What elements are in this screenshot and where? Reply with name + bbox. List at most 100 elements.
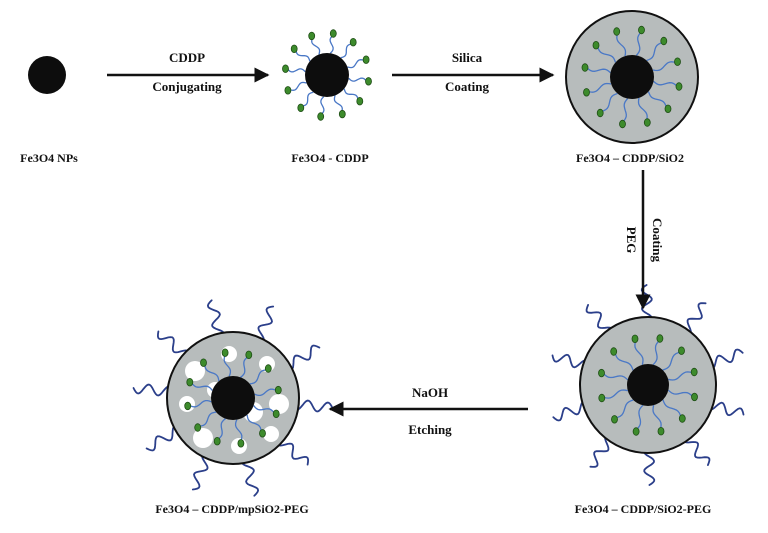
linker-chain xyxy=(653,80,678,87)
linker-chain xyxy=(348,77,368,82)
cddp-drug-dot xyxy=(200,358,207,367)
mesopore xyxy=(269,394,289,414)
linker-chain xyxy=(601,92,618,113)
mesopore xyxy=(263,426,279,442)
stage4-label: Fe3O4 – CDDP/SiO2-PEG xyxy=(575,502,712,516)
cddp-drug-dot xyxy=(619,119,626,129)
cddp-drug-dot xyxy=(186,378,194,387)
cddp-drug-dot xyxy=(691,392,698,402)
linker-chain xyxy=(333,95,343,113)
linker-chain xyxy=(668,371,693,381)
cddp-drug-dot xyxy=(638,25,645,35)
linker-chain xyxy=(667,389,694,397)
cddp-drug-dot xyxy=(194,423,202,432)
fe3o4-core xyxy=(610,55,654,99)
mesopore xyxy=(193,428,213,448)
linker-chain xyxy=(343,88,359,101)
linker-chain xyxy=(637,97,648,121)
cddp-drug-dot xyxy=(598,393,606,403)
mesopore xyxy=(185,361,205,381)
linker-chain xyxy=(347,59,365,69)
stage3-label: Fe3O4 – CDDP/SiO2 xyxy=(576,151,684,165)
fe3o4-core xyxy=(305,53,349,97)
cddp-drug-dot xyxy=(643,118,651,127)
cddp-drug-dot xyxy=(290,44,298,53)
cddp-drug-dot xyxy=(284,86,292,95)
linker-chain xyxy=(223,354,232,377)
cddp-drug-dot xyxy=(581,63,589,72)
stage-fe3o4-cddp-sio2 xyxy=(565,10,699,144)
cddp-drug-dot xyxy=(264,364,272,373)
cddp-drug-dot xyxy=(613,27,621,36)
linker-chain xyxy=(246,414,262,432)
linker-chain xyxy=(596,46,617,63)
cddp-drug-dot xyxy=(272,409,280,418)
linker-group xyxy=(581,25,683,129)
cddp-drug-dot xyxy=(598,368,605,378)
cddp-drug-dot xyxy=(274,385,282,395)
stage-fe3o4-cddp-mpsio2-peg xyxy=(132,299,334,497)
cddp-drug-dot xyxy=(660,36,668,46)
cddp-drug-dot xyxy=(213,437,221,446)
cddp-drug-dot xyxy=(596,108,604,118)
cddp-drug-dot xyxy=(632,427,640,436)
cddp-drug-dot xyxy=(317,112,325,121)
linker-chain xyxy=(340,43,353,59)
cddp-drug-dot xyxy=(184,401,192,411)
linker-chain xyxy=(289,81,307,91)
linker-chain xyxy=(249,369,267,385)
linker-chain xyxy=(602,373,629,381)
linker-group xyxy=(598,334,698,436)
linker-chain xyxy=(217,418,226,440)
linker-chain xyxy=(189,399,212,408)
arrow4-bottom-label: Etching xyxy=(408,422,452,437)
cddp-drug-dot xyxy=(583,88,590,97)
stage-fe3o4-nps xyxy=(28,56,66,94)
linker-chain xyxy=(603,389,628,399)
linker-chain xyxy=(240,356,249,378)
linker-chain xyxy=(635,31,642,56)
stage1-label: Fe3O4 NPs xyxy=(20,151,78,165)
linker-chain xyxy=(662,351,681,371)
linker-chain xyxy=(636,404,644,431)
stage-fe3o4-cddp-sio2-peg xyxy=(551,284,745,486)
linker-chain xyxy=(662,399,682,418)
arrow3-top-label: PEG xyxy=(624,227,639,254)
linker-chain xyxy=(646,41,663,62)
arrow3-bottom-label: Coating xyxy=(650,218,665,263)
linker-chain xyxy=(191,382,213,391)
linker-group xyxy=(282,29,372,121)
linker-chain xyxy=(320,96,325,116)
stage-fe3o4-cddp xyxy=(282,29,372,121)
cddp-drug-dot xyxy=(282,64,289,73)
linker-chain xyxy=(647,91,668,108)
cddp-drug-dot xyxy=(690,367,698,377)
cddp-drug-dot xyxy=(329,29,337,38)
linker-chain xyxy=(652,339,660,366)
stage5-label: Fe3O4 – CDDP/mpSiO2-PEG xyxy=(155,502,308,516)
stage2-label: Fe3O4 - CDDP xyxy=(291,151,368,165)
cddp-drug-dot xyxy=(592,41,600,50)
linker-chain xyxy=(253,405,275,414)
cddp-drug-dot xyxy=(338,109,346,119)
cddp-drug-dot xyxy=(678,346,685,355)
linker-chain xyxy=(588,82,612,93)
cddp-drug-dot xyxy=(245,350,253,359)
arrow4-top-label: NaOH xyxy=(412,385,448,400)
linker-chain xyxy=(615,399,634,419)
fe3o4-core xyxy=(211,376,255,420)
linker-chain xyxy=(254,388,277,397)
cddp-drug-dot xyxy=(362,55,370,64)
cddp-drug-dot xyxy=(237,439,245,448)
linker-chain xyxy=(652,61,676,72)
cddp-drug-dot xyxy=(674,57,681,66)
cddp-drug-dot xyxy=(675,82,683,91)
cddp-drug-dot xyxy=(259,429,266,438)
linker-chain xyxy=(586,67,611,74)
arrow1-top-label: CDDP xyxy=(169,50,205,65)
fe3o4-core xyxy=(28,56,66,94)
cddp-drug-dot xyxy=(308,31,316,41)
linker-chain xyxy=(199,411,217,427)
cddp-drug-dot xyxy=(610,347,618,356)
